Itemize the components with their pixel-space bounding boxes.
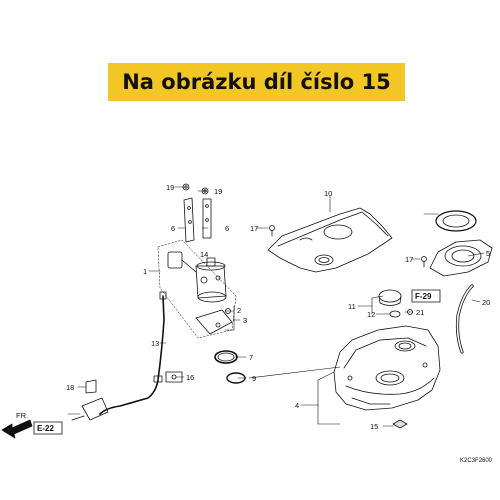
bracket-part-6 xyxy=(183,197,212,243)
bolt-part-19 xyxy=(182,183,209,195)
callout-11: 11 xyxy=(348,302,356,311)
screw-part-17 xyxy=(269,225,427,268)
callout-12: 12 xyxy=(367,310,375,319)
callout-17: 17 xyxy=(250,224,258,233)
clip-part-18 xyxy=(85,379,97,394)
callout-16: 16 xyxy=(186,373,194,382)
clamp-part-16 xyxy=(165,371,183,383)
holder-part-3 xyxy=(195,308,233,335)
callout-10: 10 xyxy=(324,189,332,198)
callout-4: 4 xyxy=(295,401,299,410)
callout-21: 21 xyxy=(416,308,424,317)
callout-18: 18 xyxy=(66,383,74,392)
fuel-pump-bracket-part-1 xyxy=(157,239,237,339)
pad-part-15 xyxy=(392,419,408,429)
leader-lines xyxy=(67,186,485,427)
callout-14: 14 xyxy=(200,250,208,259)
callout-19: 19 xyxy=(214,187,222,196)
part-number-banner: Na obrázku díl číslo 15 xyxy=(108,63,405,101)
fuel-tank-part-4 xyxy=(333,325,441,411)
callout-2: 2 xyxy=(237,306,241,315)
connector xyxy=(71,397,109,421)
hose-part-20 xyxy=(455,284,474,354)
bolt-part-21 xyxy=(407,309,413,315)
callout-5: 5 xyxy=(486,249,490,258)
ref-box-f29 xyxy=(411,289,441,303)
ref-box-e22 xyxy=(33,421,63,435)
callout-15: 15 xyxy=(370,422,378,431)
washer-part-12 xyxy=(389,310,401,318)
callout-7: 7 xyxy=(249,353,253,362)
cable-part-13 xyxy=(99,291,167,415)
ref-e22-label: E-22 xyxy=(37,424,54,433)
callout-1: 1 xyxy=(143,267,147,276)
cap-part-11 xyxy=(378,289,402,306)
filler-ring-part-5 xyxy=(429,210,493,277)
front-arrow-icon xyxy=(1,419,33,439)
callout-3: 3 xyxy=(243,316,247,325)
callout-17: 17 xyxy=(405,255,413,264)
fuel-pump-part-14 xyxy=(167,251,227,303)
banner-text: Na obrázku díl číslo 15 xyxy=(122,70,391,94)
callout-20: 20 xyxy=(482,298,490,307)
ring-part-9 xyxy=(226,372,246,384)
callout-6: 6 xyxy=(225,224,229,233)
ref-f29-label: F-29 xyxy=(415,292,432,301)
callout-labels: 19 19 6 6 14 1 2 3 7 9 13 10 17 17 5 11 … xyxy=(16,183,493,464)
callout-13: 13 xyxy=(151,339,159,348)
diagram-code: K2C3F2600 xyxy=(460,458,493,464)
callout-6: 6 xyxy=(171,224,175,233)
tank-cover-part-10 xyxy=(267,207,393,273)
callout-19: 19 xyxy=(166,183,174,192)
front-direction-label: FR. xyxy=(16,411,28,420)
callout-9: 9 xyxy=(252,374,256,383)
o-ring-part-7 xyxy=(214,350,238,364)
